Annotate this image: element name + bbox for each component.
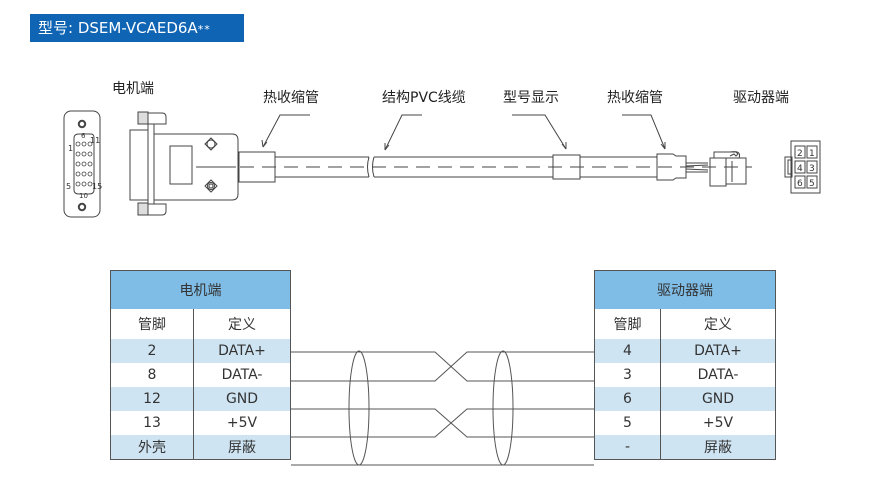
driver-pin-4: 4 <box>797 164 803 174</box>
db15-pin-hole <box>81 171 87 177</box>
label-heat-shrink-2: 热收缩管 <box>607 90 663 106</box>
model-title-suffix: ** <box>197 23 211 36</box>
db15-pin-hole <box>81 141 87 147</box>
table-row: -屏蔽 <box>594 435 776 460</box>
db15-pin-1: 1 <box>68 144 73 153</box>
pin-cell: - <box>594 435 661 460</box>
def-cell: 屏蔽 <box>660 435 776 460</box>
leader-model-display <box>512 114 567 150</box>
driver-col-def: 定义 <box>660 309 776 339</box>
db15-pin-hole <box>75 171 81 177</box>
db15-pin-hole <box>75 181 81 187</box>
pin-cell: 12 <box>110 387 194 411</box>
pin-cell: 3 <box>594 363 661 387</box>
def-cell: 屏蔽 <box>193 435 291 460</box>
db15-pin-hole <box>75 161 81 167</box>
db15-pin-hole <box>87 141 93 147</box>
pin-cell: 6 <box>594 387 661 411</box>
db15-side-icon <box>129 111 239 216</box>
def-cell: GND <box>660 387 776 411</box>
def-cell: GND <box>193 387 291 411</box>
def-cell: DATA+ <box>193 339 291 363</box>
db15-pin-hole <box>81 161 87 167</box>
def-cell: +5V <box>660 411 776 435</box>
db15-pin-hole <box>75 151 81 157</box>
arrow-heat-shrink-1 <box>261 139 268 148</box>
db15-pin-hole <box>87 161 93 167</box>
pin-cell: 4 <box>594 339 661 363</box>
label-model-display: 型号显示 <box>503 90 559 106</box>
pin-cell: 2 <box>110 339 194 363</box>
driver-pin-6: 6 <box>797 179 803 189</box>
driver-plug-icon <box>709 151 747 187</box>
driver-pin-5: 5 <box>809 179 815 189</box>
label-driver-end: 驱动器端 <box>733 90 789 106</box>
db15-pin-5: 5 <box>66 182 71 191</box>
db15-pin-hole <box>81 181 87 187</box>
driver-connector-face-icon <box>784 140 821 194</box>
label-motor-end: 电机端 <box>112 81 154 97</box>
motor-col-pin: 管脚 <box>110 309 194 339</box>
driver-pin-1: 1 <box>809 149 815 159</box>
table-row: 外壳屏蔽 <box>110 435 291 460</box>
motor-table-title: 电机端 <box>110 270 291 309</box>
db15-pin-hole <box>81 151 87 157</box>
table-row: 13+5V <box>110 411 291 435</box>
driver-pin-2: 2 <box>797 149 803 159</box>
label-pvc-cable: 结构PVC线缆 <box>382 90 466 106</box>
db15-pin-6: 6 <box>81 132 86 140</box>
db15-pin-11: 11 <box>90 136 100 145</box>
db15-pin-hole <box>87 181 93 187</box>
leader-pvc-cable <box>384 114 422 151</box>
driver-table-title: 驱动器端 <box>594 270 776 309</box>
pin-cell: 8 <box>110 363 194 387</box>
db15-face-icon <box>63 110 101 218</box>
db15-pin-hole <box>75 141 81 147</box>
heat-shrink-2 <box>656 153 687 181</box>
table-row: 5+5V <box>594 411 776 435</box>
driver-pin-3: 3 <box>809 164 815 174</box>
db15-pin-hole <box>87 171 93 177</box>
driver-col-pin: 管脚 <box>594 309 661 339</box>
model-title: 型号: DSEM-VCAED6A** <box>30 14 244 42</box>
def-cell: DATA- <box>193 363 291 387</box>
wiring <box>291 350 594 466</box>
leader-heat-shrink-1 <box>262 114 310 148</box>
shield-ellipse-left <box>348 350 370 466</box>
def-cell: +5V <box>193 411 291 435</box>
db15-pin-10: 10 <box>79 192 88 200</box>
db15-pin-hole <box>87 151 93 157</box>
pin-cell: 5 <box>594 411 661 435</box>
shield-ellipse-right <box>492 350 514 466</box>
label-heat-shrink-1: 热收缩管 <box>263 90 319 106</box>
def-cell: DATA+ <box>660 339 776 363</box>
pin-cell: 13 <box>110 411 194 435</box>
motor-col-def: 定义 <box>193 309 291 339</box>
leader-heat-shrink-2 <box>622 114 666 150</box>
def-cell: DATA- <box>660 363 776 387</box>
db15-pin-15: 15 <box>92 182 102 191</box>
pin-cell: 外壳 <box>110 435 194 460</box>
model-title-text: 型号: DSEM-VCAED6A <box>38 19 198 37</box>
